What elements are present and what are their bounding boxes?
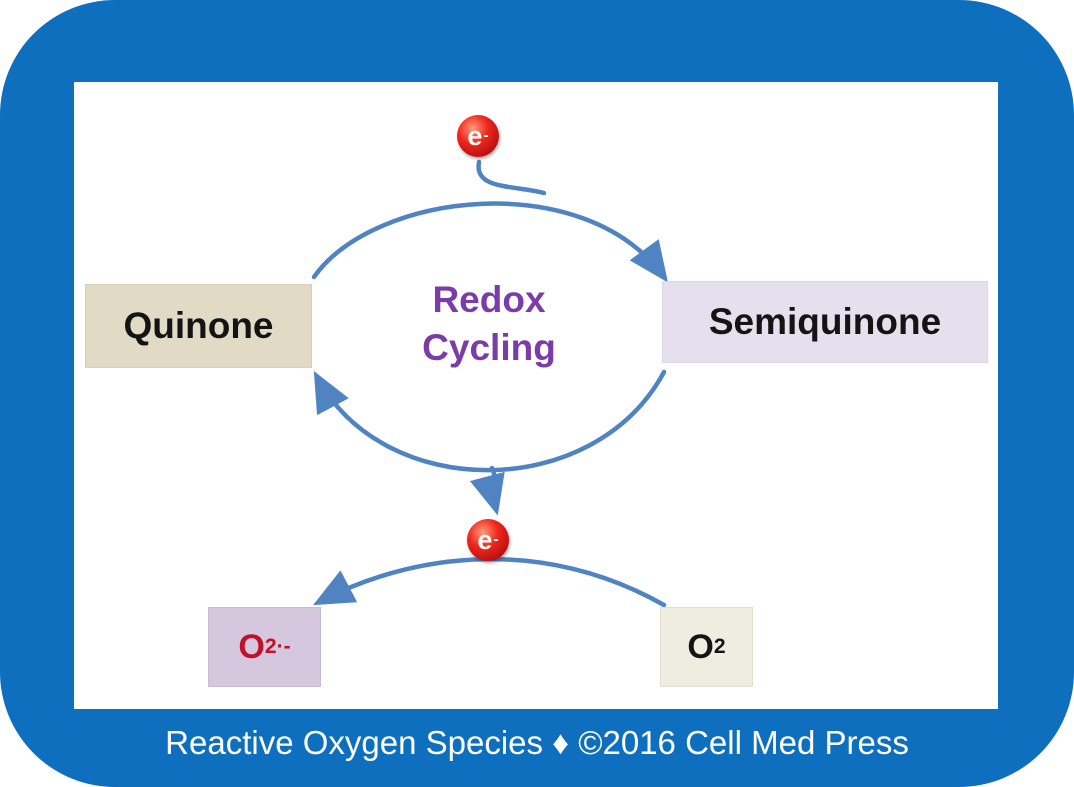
oxygen-base: O [687,627,714,666]
redox-cycling-line-1: Redox [432,279,546,320]
electron-out-hook [469,465,505,516]
semiquinone-box: Semiquinone [662,281,988,363]
arc-o2-to-superoxide [313,556,667,608]
redox-cycling-label: Redox Cycling [375,276,603,372]
superoxide-superscript: ·- [276,635,291,658]
electron-in-icon: e- [457,115,499,157]
redox-cycling-line-2: Cycling [422,327,556,368]
electron-out-charge: - [493,531,499,548]
superoxide-subscript: 2 [264,635,277,658]
footer-credit: Reactive Oxygen Species ♦ ©2016 Cell Med… [165,724,909,761]
electron-out-symbol: e [477,524,493,555]
oxygen-subscript: 2 [713,635,726,658]
diagram-panel: Quinone Semiquinone Redox Cycling e- e- … [74,82,998,709]
arc-semiquinone-to-quinone [313,369,667,473]
superoxide-base: O [238,627,265,666]
quinone-box: Quinone [85,284,312,368]
quinone-label: Quinone [123,305,274,346]
electron-in-charge: - [483,127,489,144]
electron-out-icon: e- [467,519,509,561]
electron-in-hook [476,159,547,196]
arc-quinone-to-semiquinone [311,201,668,283]
electron-in-symbol: e [467,120,483,151]
semiquinone-label: Semiquinone [708,301,942,342]
